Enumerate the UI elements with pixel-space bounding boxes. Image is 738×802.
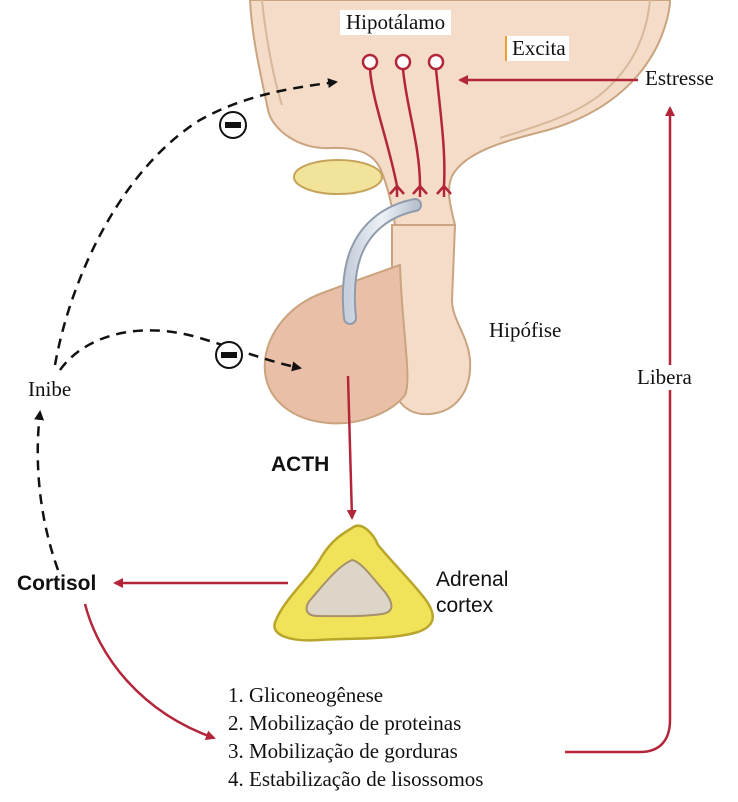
pituitary-label: Hipófise <box>489 318 561 343</box>
effect-item: 2. Mobilização de proteinas <box>228 709 483 737</box>
cortisol-to-effects-arrow <box>85 604 214 738</box>
minus-badge-lower <box>216 342 242 368</box>
hypothalamus-label: Hipotálamo <box>340 10 451 35</box>
anterior-pituitary <box>265 265 408 423</box>
adrenal-label-line2: cortex <box>436 594 493 618</box>
acth-label: ACTH <box>268 453 332 477</box>
inhibits-label: Inibe <box>25 377 74 402</box>
effect-item: 3. Mobilização de gorduras <box>228 737 483 765</box>
adrenal-label-line1: Adrenal <box>436 568 508 592</box>
effects-to-stress-arrow <box>565 108 670 752</box>
cortisol-effects-list: 1. Gliconeogênese 2. Mobilização de prot… <box>228 681 483 793</box>
cortisol-to-inhibe-arrow <box>38 412 58 570</box>
excites-label: Excita <box>505 36 569 61</box>
stress-label: Estresse <box>645 66 714 91</box>
optic-chiasm <box>294 160 382 194</box>
releases-label: Libera <box>634 365 695 390</box>
effect-item: 1. Gliconeogênese <box>228 681 483 709</box>
cortisol-label: Cortisol <box>14 572 99 596</box>
effect-item: 4. Estabilização de lisossomos <box>228 765 483 793</box>
minus-badge-upper <box>220 112 246 138</box>
